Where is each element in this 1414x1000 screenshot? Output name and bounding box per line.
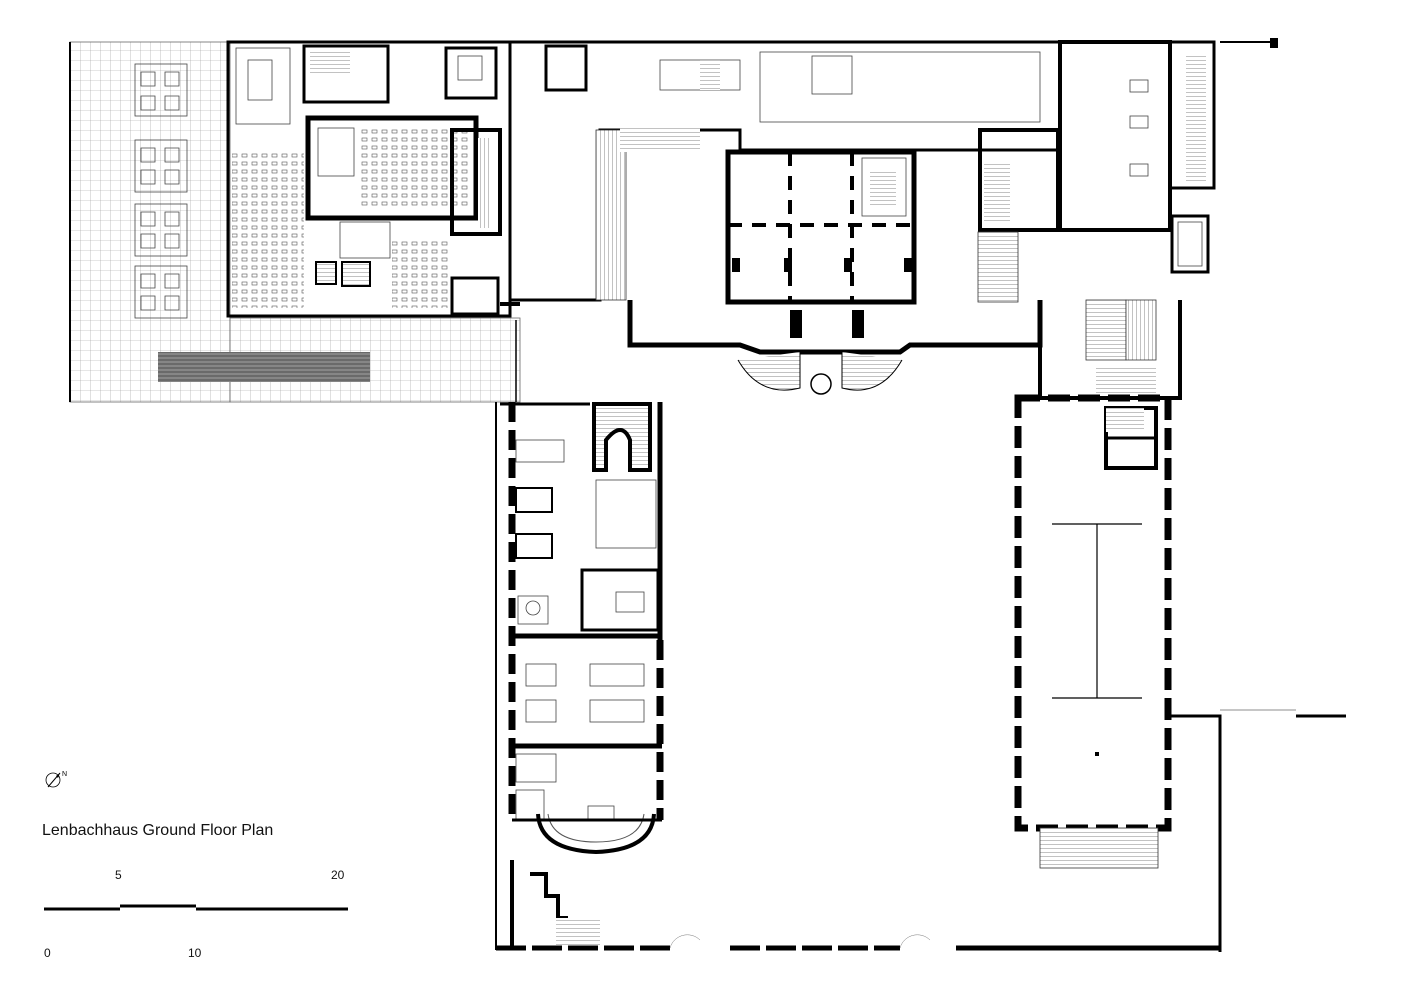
scale-label-10: 10 [188, 946, 202, 960]
scale-label-5: 5 [115, 868, 122, 882]
east-stair-block [1038, 299, 1182, 470]
historic-villa [627, 149, 1043, 395]
scale-bar [44, 904, 348, 911]
north-arrow-icon: N [45, 771, 67, 788]
east-block [977, 38, 1278, 303]
plan-title: Lenbachhaus Ground Floor Plan [42, 822, 274, 839]
foyer-block [510, 40, 1062, 302]
terrace-area [69, 41, 521, 403]
scale-label-0: 0 [44, 946, 51, 960]
restaurant-wing [226, 40, 520, 318]
courtyard-boundary [495, 320, 1220, 951]
scale-label-20: 20 [331, 868, 345, 882]
svg-text:N: N [62, 771, 67, 778]
east-gallery [1014, 394, 1346, 952]
west-wing [500, 402, 664, 948]
